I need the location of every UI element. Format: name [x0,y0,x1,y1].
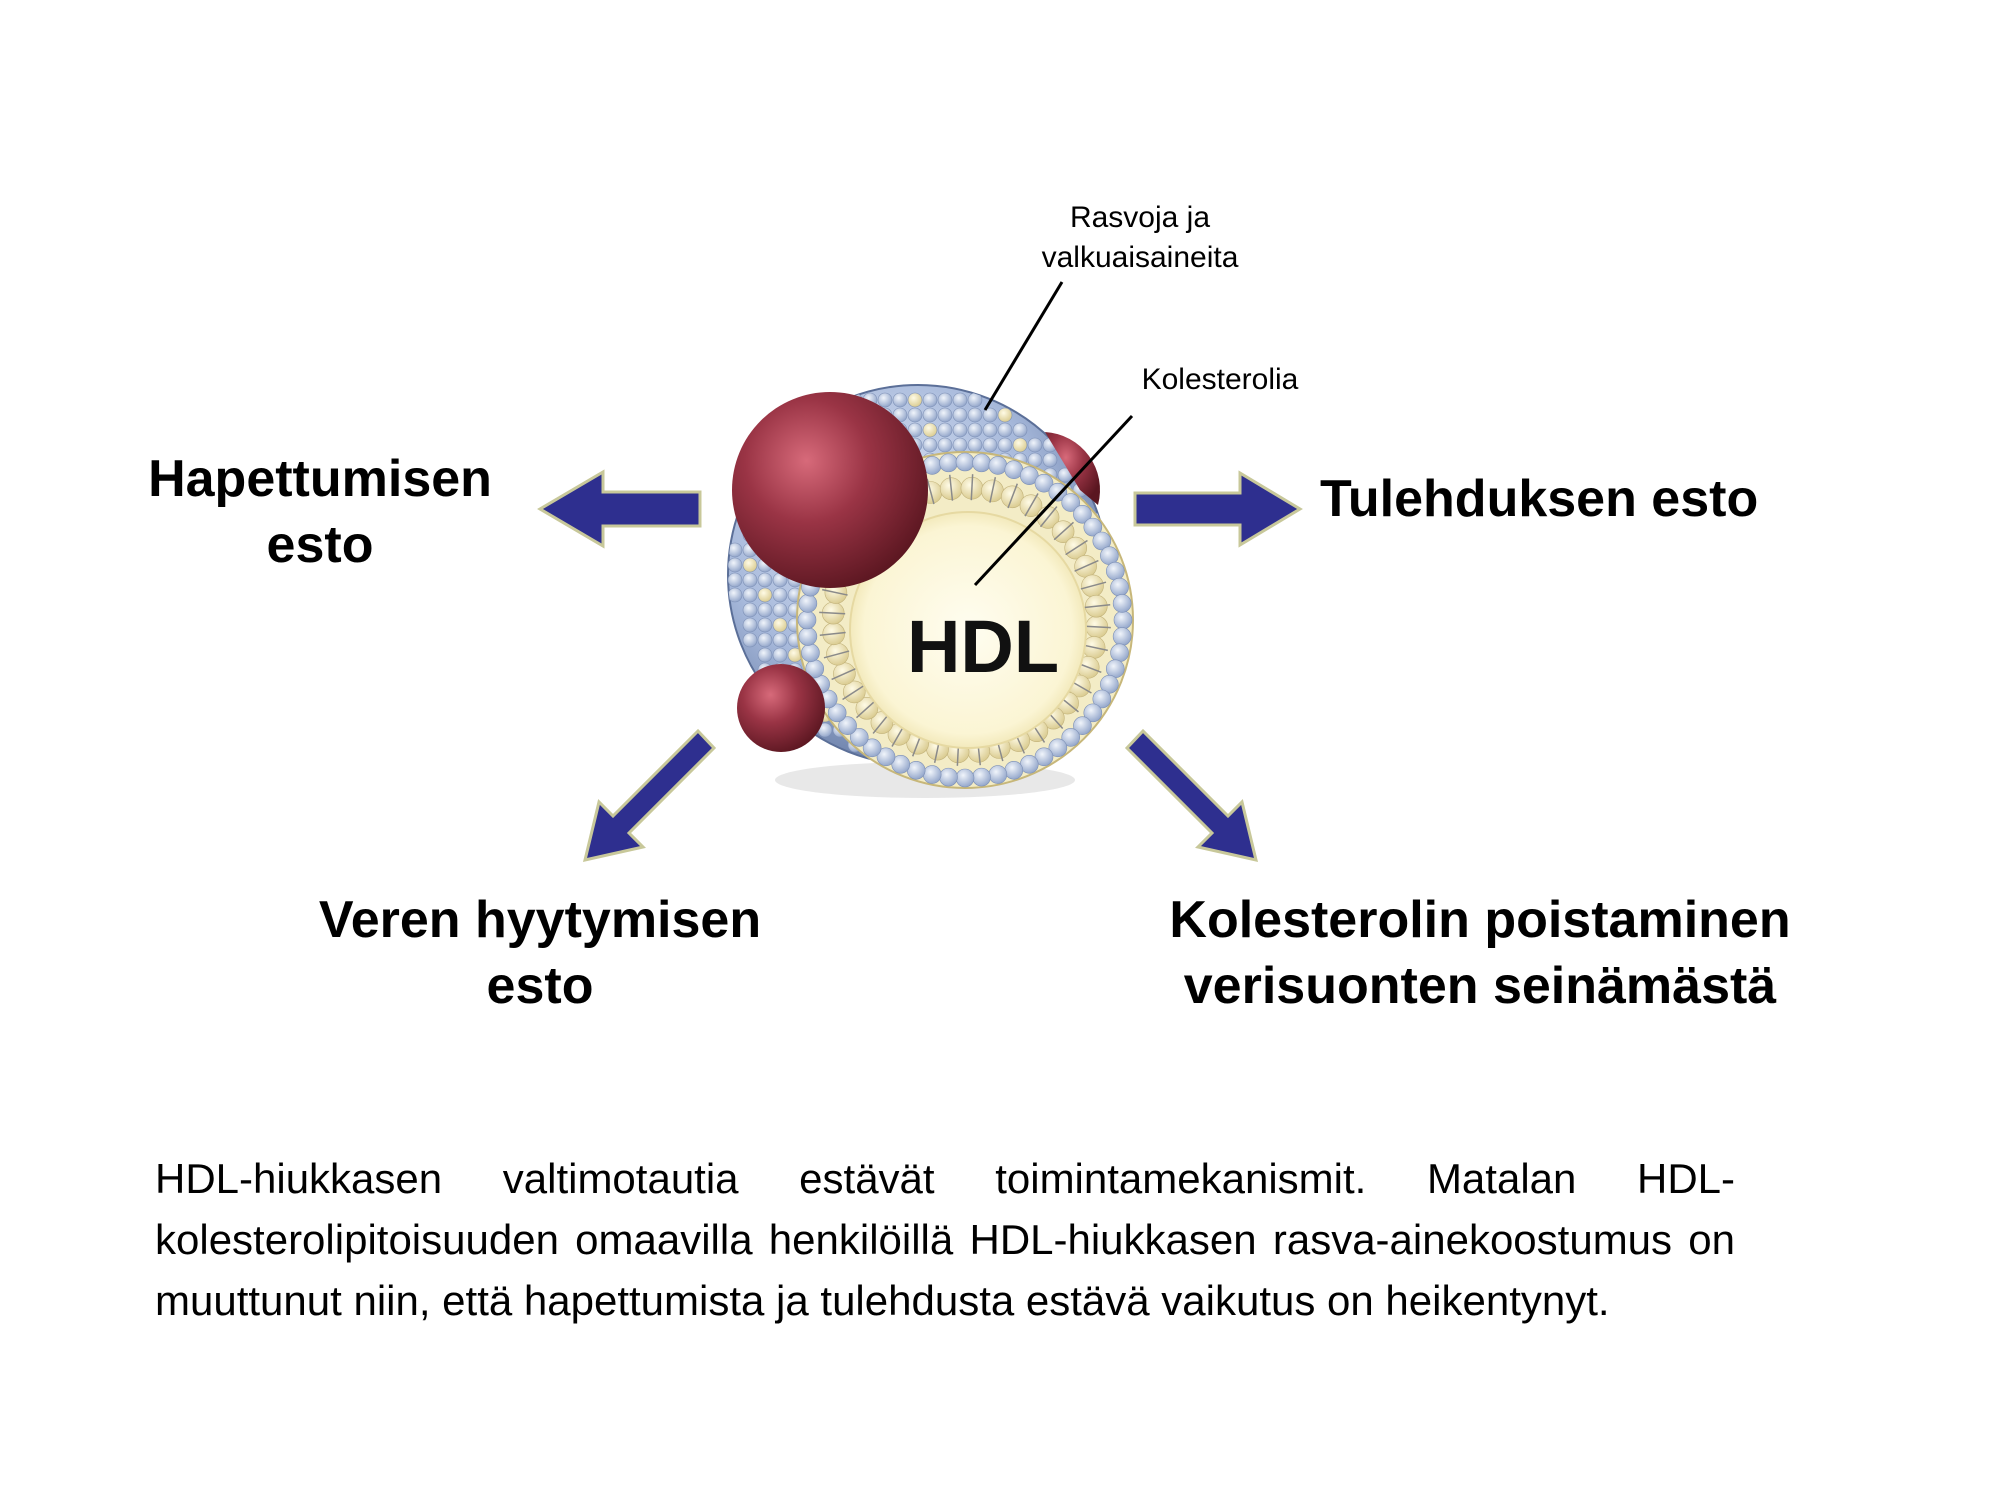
callout-proteins-line1: Rasvoja ja [1069,201,1211,234]
apolipoprotein-right [1045,432,1100,505]
apolipoprotein-large [732,392,928,588]
arrow-down-left [582,728,717,862]
callout-cholesterol-label: Kolesterolia [1141,363,1299,396]
lipid-core [849,511,1087,749]
arrow-left [537,469,702,549]
cholesterol-callout-line [973,414,1134,587]
effect-top-left-line2: esto [266,516,374,574]
apolipoprotein-small [737,664,825,752]
effect-top-right-line1: Tulehduksen esto [1320,470,1759,528]
effect-top-left: Hapettumisen esto [120,446,520,578]
figure-caption: HDL-hiukkasen valtimotautia estävät toim… [155,1155,1735,1324]
effect-bottom-left-line2: esto [486,957,594,1015]
callout-proteins-line2: valkuaisaineita [1041,241,1239,274]
arrow-down-right [1124,728,1259,862]
effect-bottom-right: Kolesterolin poistaminen verisuonten sei… [1120,887,1840,1019]
effect-bottom-right-line2: verisuonten seinämästä [1183,957,1777,1015]
effect-top-right: Tulehduksen esto [1320,466,1800,532]
proteins-callout-line [983,281,1064,411]
effect-bottom-left-line1: Veren hyytymisen [318,891,762,949]
effect-top-left-line1: Hapettumisen [148,450,492,508]
effect-bottom-left: Veren hyytymisen esto [280,887,800,1019]
callout-cholesterol: Kolesterolia [1110,360,1330,400]
callout-proteins: Rasvoja ja valkuaisaineita [1000,198,1280,278]
arrow-right [1133,470,1303,548]
hdl-center-label: HDL [906,605,1060,688]
effect-bottom-right-line1: Kolesterolin poistaminen [1169,891,1791,949]
hdl-particle [727,384,1134,798]
